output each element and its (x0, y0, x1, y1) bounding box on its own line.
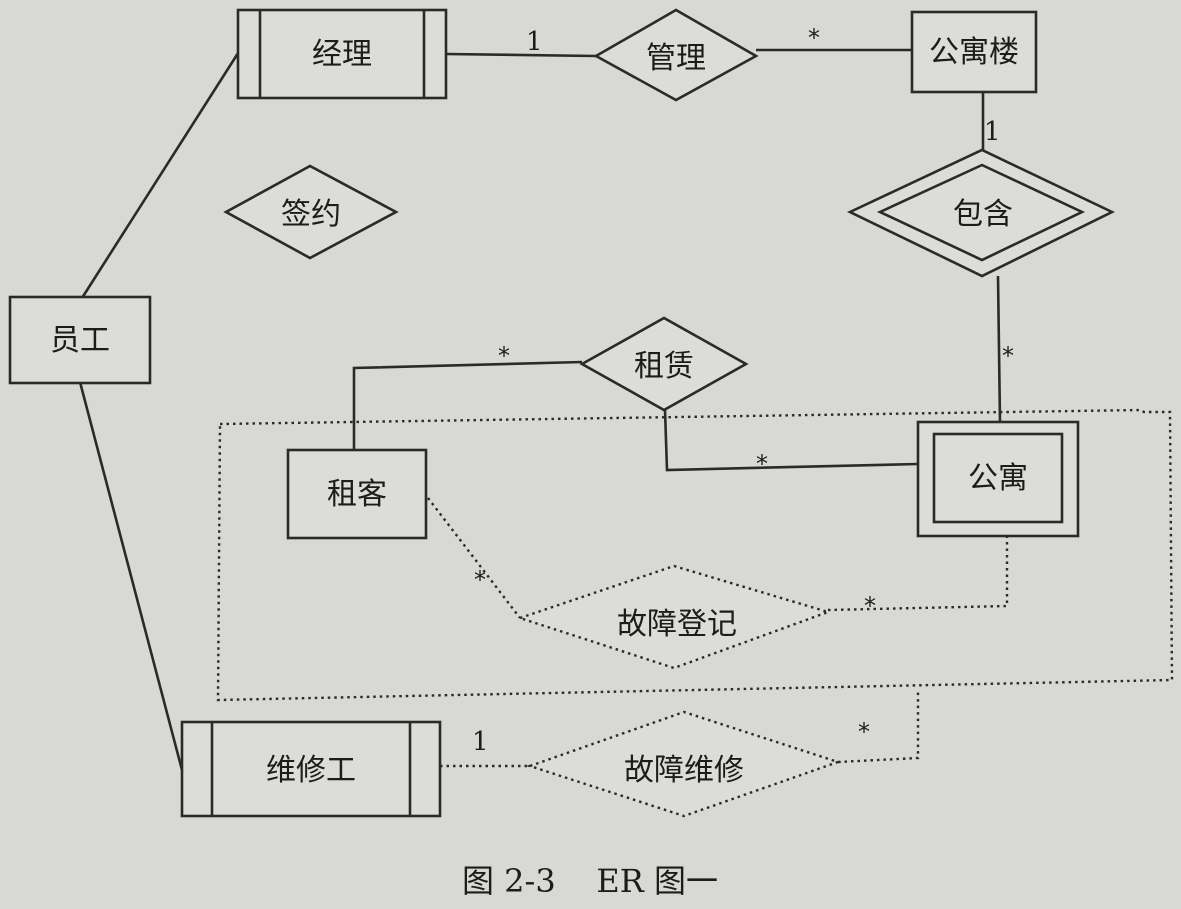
line-rent-tenant (352, 360, 583, 450)
line-repair-aggregate (837, 690, 920, 764)
rel-contain-label: 包含 (953, 197, 1013, 232)
rel-fault-register-label: 故障登记 (617, 607, 737, 642)
entity-repairman-label: 维修工 (266, 753, 356, 788)
entity-manager[interactable]: 经理 (236, 8, 448, 100)
line-register-apartment (827, 536, 1009, 612)
entity-building[interactable]: 公寓楼 (910, 10, 1038, 94)
line-manager-manage (445, 52, 597, 58)
figure-caption: 图 2-3 ER 图一 (462, 862, 718, 900)
rel-manage-label: 管理 (646, 41, 706, 76)
rel-sign[interactable]: 签约 (223, 164, 399, 260)
line-tenant-register (427, 497, 521, 619)
entity-building-label: 公寓楼 (929, 35, 1019, 70)
entity-manager-label: 经理 (312, 37, 372, 72)
entity-apartment-label: 公寓 (968, 461, 1028, 496)
card-rent-apartment: * (756, 450, 768, 478)
card-register-tenant: * (474, 566, 486, 594)
card-repair-aggregate: * (858, 718, 870, 746)
line-contain-apartment (996, 275, 1002, 423)
aggregation-boundary (216, 408, 1174, 702)
card-register-apartment: * (864, 592, 876, 620)
entity-apartment[interactable]: 公寓 (916, 420, 1080, 538)
rel-fault-register[interactable]: 故障登记 (516, 564, 832, 670)
entity-tenant[interactable]: 租客 (286, 448, 428, 540)
card-contain-apartment: * (1002, 342, 1014, 370)
card-rent-tenant: * (498, 342, 510, 370)
entity-employee[interactable]: 员工 (8, 295, 152, 385)
rel-rent[interactable]: 租赁 (579, 316, 749, 412)
card-repair-repairman: 1 (472, 727, 489, 757)
rel-sign-label: 签约 (281, 197, 341, 232)
line-employee-manager (80, 49, 242, 299)
rel-rent-label: 租赁 (634, 349, 694, 384)
rel-fault-repair[interactable]: 故障维修 (526, 710, 842, 818)
rel-contain[interactable]: 包含 (846, 148, 1115, 278)
entity-employee-label: 员工 (50, 323, 110, 358)
card-contain-building: 1 (984, 117, 1001, 147)
rel-fault-repair-label: 故障维修 (624, 753, 744, 788)
card-manage-building: * (808, 24, 820, 52)
rel-manage[interactable]: 管理 (593, 8, 759, 102)
entity-repairman[interactable]: 维修工 (180, 720, 442, 818)
line-employee-repairman (78, 381, 184, 771)
entity-tenant-label: 租客 (327, 477, 387, 512)
line-rent-apartment (663, 409, 919, 472)
card-manage-manager: 1 (526, 27, 543, 57)
